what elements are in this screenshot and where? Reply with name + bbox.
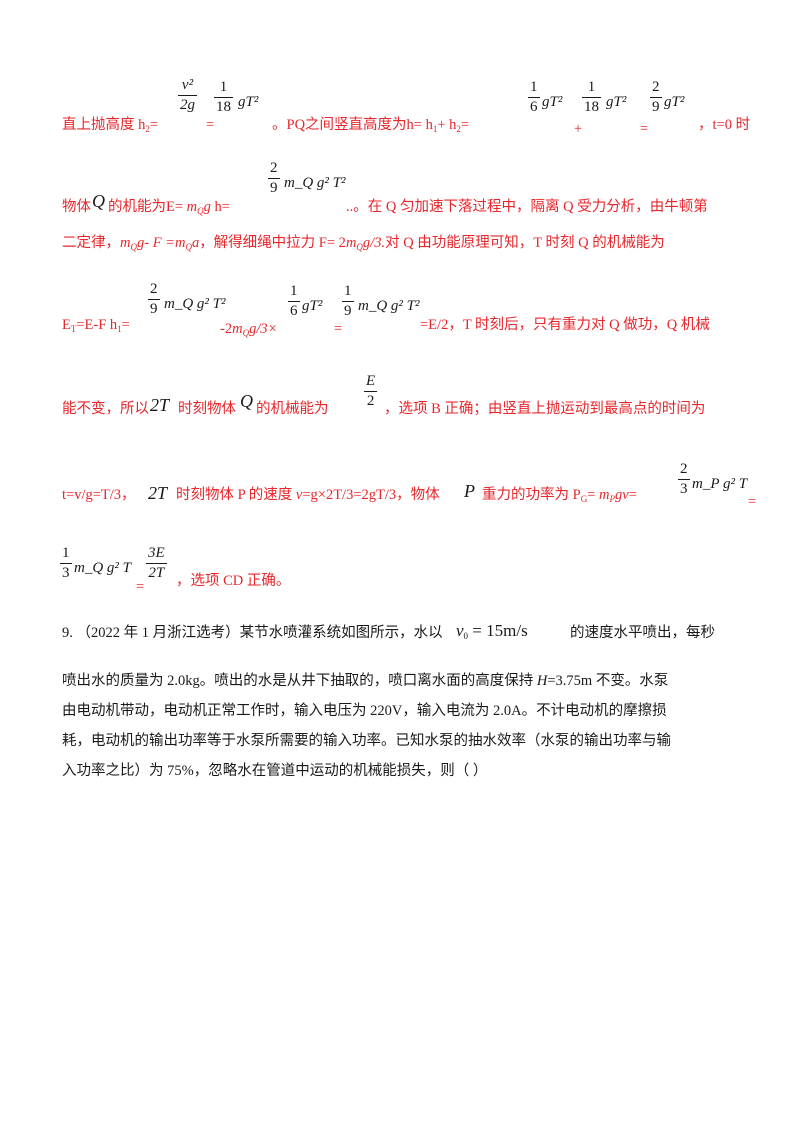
question-line: 入功率之比）为 75%，忽略水在管道中运动的机械能损失，则（ ）: [62, 763, 488, 779]
math-mQg2T2: m_Q g² T²: [358, 298, 420, 314]
text-segment: ，选项 B 正确；由竖直上抛运动到最高点的时间为: [384, 401, 706, 417]
text-segment: -2mQg/3×: [220, 321, 278, 338]
symbol-Q: Q: [240, 391, 253, 411]
equals-sign: =: [334, 321, 343, 337]
text-segment: ，选项 CD 正确。: [176, 573, 291, 589]
math-gT2: gT²: [542, 94, 563, 110]
text-segment: 重力的功率为 PG= mPgv=: [482, 487, 637, 504]
plus-sign: +: [574, 121, 583, 137]
text-segment: =E/2，T 时刻后，只有重力对 Q 做功，Q 机械: [420, 317, 710, 333]
question-line: 耗，电动机的输出功率等于水泵所需要的输入功率。已知水泵的抽水效率（水泵的输出功率…: [62, 733, 671, 749]
text-segment: 能不变，所以: [62, 401, 149, 417]
text-segment: 直上抛高度 h2=: [62, 117, 159, 134]
equals-sign: =: [748, 494, 757, 510]
math-gT2: gT²: [302, 298, 323, 314]
text-segment: 。PQ之间竖直高度为h= h1+ h2=: [272, 117, 470, 134]
equals-sign: =: [206, 117, 215, 133]
text-segment: ET=E-F h1=: [62, 317, 130, 334]
symbol-Q: Q: [92, 191, 105, 211]
math-mQg2T: m_Q g² T: [74, 560, 132, 576]
math-v0-value: v0 = 15m/s: [456, 621, 528, 641]
text-segment: ..。在 Q 匀加速下落过程中，隔离 Q 受力分析，由牛顿第: [346, 199, 708, 215]
text-segment: 的机能为E= mQg h=: [108, 199, 230, 216]
text-segment: 物体: [62, 199, 91, 215]
math-gT2: gT²: [606, 94, 627, 110]
question-line: 由电动机带动，电动机正常工作时，输入电压为 220V，输入电流为 2.0A。不计…: [62, 703, 667, 719]
text-segment: 的机械能为: [256, 401, 329, 417]
math-mPg2T: m_P g² T: [692, 476, 748, 492]
text-segment: 二定律，mQg- F =mQa，解得细绳中拉力 F= 2mQg/3.对 Q 由功…: [62, 235, 665, 252]
symbol-P: P: [464, 481, 475, 501]
symbol-2T: 2T: [150, 395, 170, 415]
equals-sign: =: [136, 579, 145, 595]
text-segment: ，t=0 时: [698, 117, 751, 133]
equals-sign: =: [640, 121, 649, 137]
math-mQg2T2: m_Q g² T²: [164, 296, 226, 312]
math-mQg2T2: m_Q g² T²: [284, 175, 346, 191]
math-gT2: gT²: [664, 94, 685, 110]
text-segment: 时刻物体 P 的速度 v=g×2T/3=2gT/3，物体: [176, 487, 440, 503]
text-segment: 时刻物体: [178, 401, 236, 417]
question-header: 9. （2022 年 1 月浙江选考）某节水喷灌系统如图所示，水以: [62, 625, 443, 641]
text-segment: t=v/g=T/3，: [62, 487, 136, 503]
math-gT2: gT²: [238, 94, 259, 110]
symbol-2T: 2T: [148, 483, 168, 503]
question-line: 喷出水的质量为 2.0kg。喷出的水是从井下抽取的，喷口离水面的高度保持 H=3…: [62, 673, 669, 689]
text-segment: 的速度水平喷出，每秒: [570, 625, 715, 641]
question-body: 喷出水的质量为 2.0kg。喷出的水是从井下抽取的，喷口离水面的高度保持 H=3…: [62, 666, 752, 786]
